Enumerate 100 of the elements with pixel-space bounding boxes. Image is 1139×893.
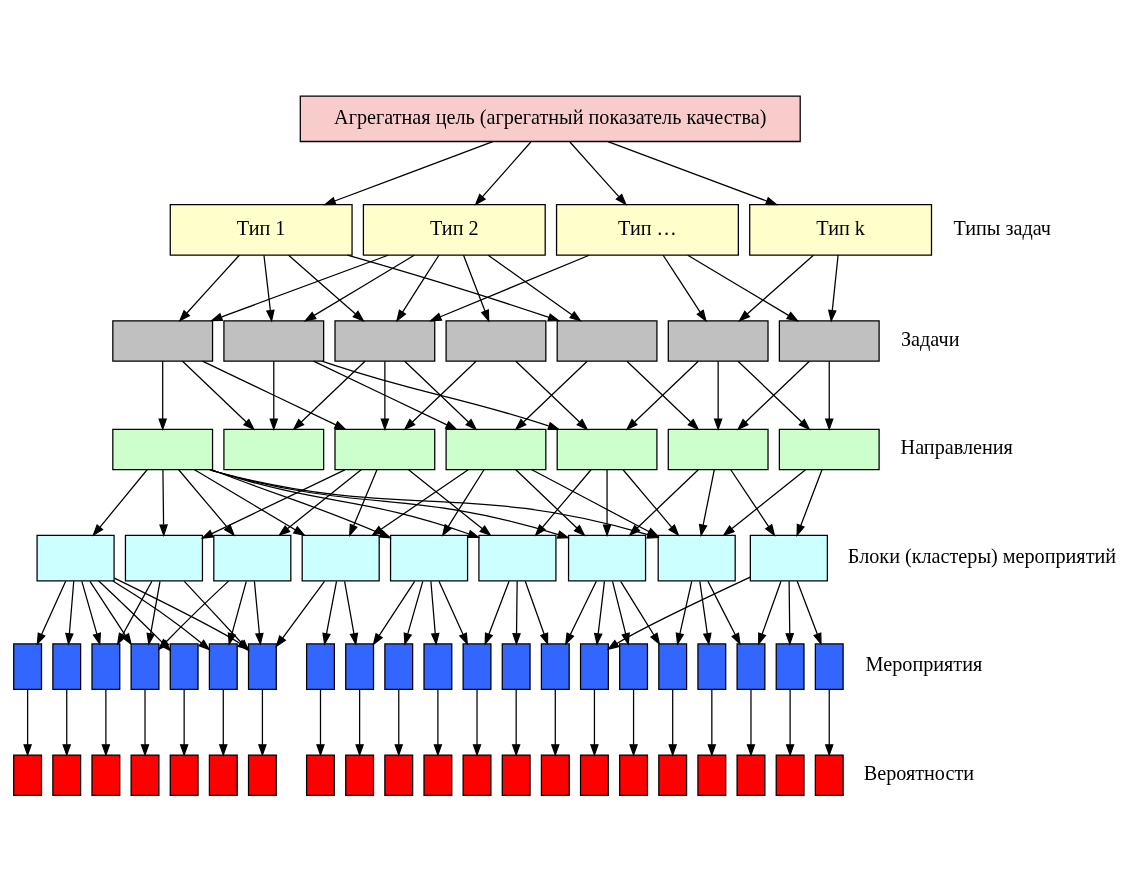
node-box: Тип 2 xyxy=(362,203,546,256)
arrow xyxy=(303,254,415,322)
node-box xyxy=(445,428,547,470)
arrow xyxy=(403,580,424,646)
arrow xyxy=(288,254,365,322)
arrow xyxy=(179,688,189,757)
arrow xyxy=(355,688,365,757)
arrow xyxy=(472,688,482,757)
arrow xyxy=(827,254,839,323)
arrow xyxy=(201,360,347,430)
label: Направления xyxy=(900,435,1013,458)
node-box xyxy=(52,753,82,796)
arrow xyxy=(36,580,67,646)
arrow xyxy=(441,468,485,537)
node-box xyxy=(619,642,649,690)
arrow xyxy=(462,254,490,322)
node-box xyxy=(775,642,805,690)
arrow xyxy=(227,580,247,646)
node-box: Агрегатная цель (агрегатный показатель качества) xyxy=(299,94,801,142)
arrow xyxy=(380,360,390,431)
node-box xyxy=(478,534,557,581)
arrow xyxy=(675,580,693,646)
label: Типы задач xyxy=(953,216,1051,239)
arrow xyxy=(140,688,150,757)
arrow xyxy=(92,468,148,537)
node-box xyxy=(223,319,325,362)
node-box xyxy=(775,753,805,796)
arrow xyxy=(607,140,779,205)
arrow xyxy=(344,580,359,646)
arrow xyxy=(524,580,549,646)
node-box xyxy=(501,642,531,690)
arrow xyxy=(606,576,751,650)
arrow xyxy=(81,580,102,646)
node-box xyxy=(540,642,570,690)
arrow xyxy=(23,688,33,757)
node-box xyxy=(345,753,375,796)
node-box xyxy=(112,428,214,470)
node-box xyxy=(208,642,238,690)
node-box xyxy=(112,319,214,362)
arrow xyxy=(372,580,416,646)
node-box xyxy=(667,428,769,470)
arrow xyxy=(512,580,521,646)
node-box xyxy=(334,428,436,470)
node-box xyxy=(423,642,453,690)
arrow xyxy=(746,688,756,757)
arrow xyxy=(312,360,458,430)
arrow xyxy=(430,580,440,646)
arrow xyxy=(101,688,111,757)
arrow xyxy=(396,254,440,322)
node-box xyxy=(384,753,414,796)
node-box xyxy=(657,534,736,581)
arrow xyxy=(487,254,582,322)
arrow xyxy=(278,468,362,536)
arrow xyxy=(218,688,228,757)
node-box: Тип … xyxy=(555,203,739,256)
node-box xyxy=(130,642,160,690)
arrow xyxy=(722,468,807,536)
arrow xyxy=(484,580,510,646)
node-box xyxy=(389,534,469,581)
arrow xyxy=(211,468,392,538)
arrow xyxy=(146,580,161,646)
node-box xyxy=(814,642,844,690)
node-box xyxy=(736,642,766,690)
arrow xyxy=(269,360,279,431)
node-box xyxy=(169,753,199,796)
arrow xyxy=(593,580,606,646)
node-box: Тип k xyxy=(749,203,933,256)
arrow xyxy=(253,580,264,646)
arrow xyxy=(796,580,822,646)
node-box xyxy=(52,642,82,690)
arrow xyxy=(785,580,795,646)
node-box: Тип 1 xyxy=(169,203,353,256)
node-box xyxy=(556,428,658,470)
node-box xyxy=(697,642,727,690)
node-box xyxy=(301,534,380,581)
node-box xyxy=(778,319,880,362)
node-box xyxy=(462,642,492,690)
arrow xyxy=(349,468,378,537)
node-box xyxy=(579,642,609,690)
node-box xyxy=(579,753,609,796)
node-box xyxy=(567,534,647,581)
arrow xyxy=(569,140,628,206)
node-box xyxy=(247,753,277,796)
node-box xyxy=(169,642,199,690)
arrow xyxy=(824,360,834,431)
arrow xyxy=(796,468,823,537)
arrow xyxy=(321,360,561,430)
arrow xyxy=(687,254,800,322)
arrow xyxy=(628,468,699,536)
node-box xyxy=(208,753,238,796)
arrow xyxy=(824,688,834,757)
arrow xyxy=(292,360,366,430)
node-box xyxy=(91,642,121,690)
arrow xyxy=(178,254,240,322)
arrow xyxy=(346,254,561,321)
arrow xyxy=(316,688,325,757)
node-box xyxy=(345,642,375,690)
arrow xyxy=(258,688,267,757)
arrow xyxy=(602,468,612,537)
node-box xyxy=(13,753,43,796)
